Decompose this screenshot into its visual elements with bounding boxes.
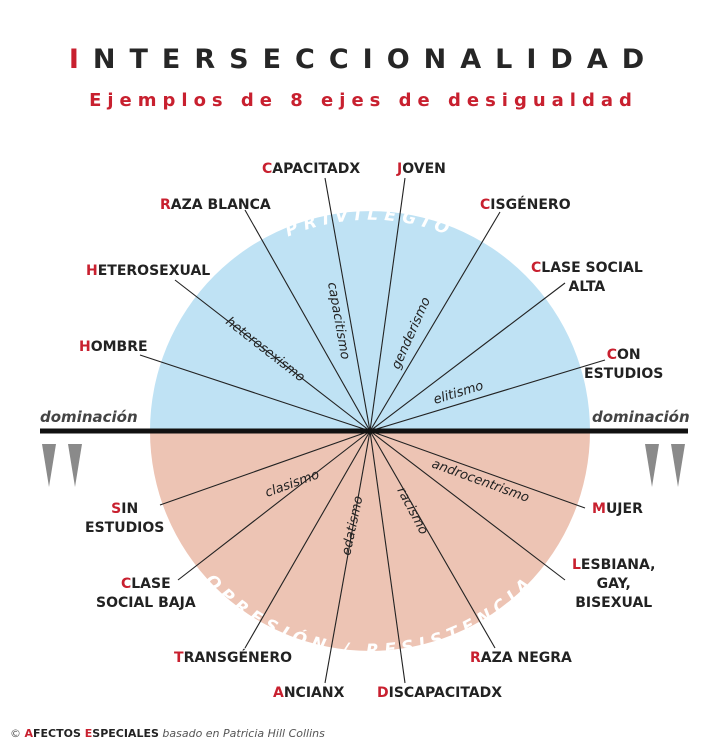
label-transgenero: TRANSGÉNERO — [174, 650, 292, 666]
credit-line: © AFECTOS ESPECIALES basado en Patricia … — [10, 727, 325, 740]
spoke-capacitadx — [324, 177, 371, 432]
spoke-sin-estudios — [159, 430, 371, 506]
credit-text: basado en Patricia Hill Collins — [162, 727, 325, 740]
arrow-markers — [42, 444, 685, 487]
brand-name: AFECTOS ESPECIALES — [24, 727, 159, 740]
page-subtitle: Ejemplos de 8 ejes de desigualdad — [89, 90, 638, 111]
triangle-right-1-icon — [645, 444, 659, 487]
spokes — [139, 177, 606, 684]
label-joven: JOVEN — [397, 161, 446, 177]
triangle-left-1-icon — [42, 444, 56, 487]
spoke-ancianx — [324, 430, 371, 684]
copyright-icon: © — [10, 727, 21, 740]
label-capacitadx: CAPACITADX — [262, 161, 361, 177]
oppression-half — [150, 431, 590, 651]
dominacion-left-label: dominación — [40, 408, 138, 426]
spoke-clase-alta — [369, 282, 566, 432]
spoke-discapacitadx — [369, 430, 406, 684]
spoke-mujer — [369, 430, 586, 509]
label-ancianx: ANCIANX — [273, 685, 345, 701]
label-discapacitadx: DISCAPACITADX — [377, 685, 503, 701]
spoke-heterosexual — [174, 279, 371, 432]
label-cisgenero: CISGÉNERO — [480, 197, 571, 213]
spoke-lgb — [369, 430, 566, 581]
spoke-raza-negra — [369, 430, 496, 649]
spoke-cisgenero — [369, 211, 501, 432]
page-title: INTERSECCIONALIDAD — [68, 44, 659, 75]
dominacion-right-label: dominación — [592, 408, 690, 426]
triangle-right-2-icon — [671, 444, 685, 487]
spoke-raza-blanca — [244, 209, 371, 432]
label-mujer: MUJER — [592, 501, 643, 517]
spoke-con-estudios — [369, 359, 606, 432]
triangle-left-2-icon — [68, 444, 82, 487]
spoke-joven — [369, 177, 406, 432]
label-raza-negra: RAZA NEGRA — [470, 650, 572, 666]
spoke-clase-baja — [177, 430, 371, 581]
label-heterosexual: HETEROSEXUAL — [86, 263, 211, 279]
privilege-half — [150, 211, 590, 431]
label-hombre: HOMBRE — [79, 339, 148, 355]
spoke-transgenero — [244, 430, 371, 649]
label-raza-blanca: RAZA BLANCA — [160, 197, 271, 213]
spoke-hombre — [139, 354, 371, 432]
label-lesbiana-gay-bisexual: LESBIANA,GAY,BISEXUAL — [572, 557, 656, 611]
